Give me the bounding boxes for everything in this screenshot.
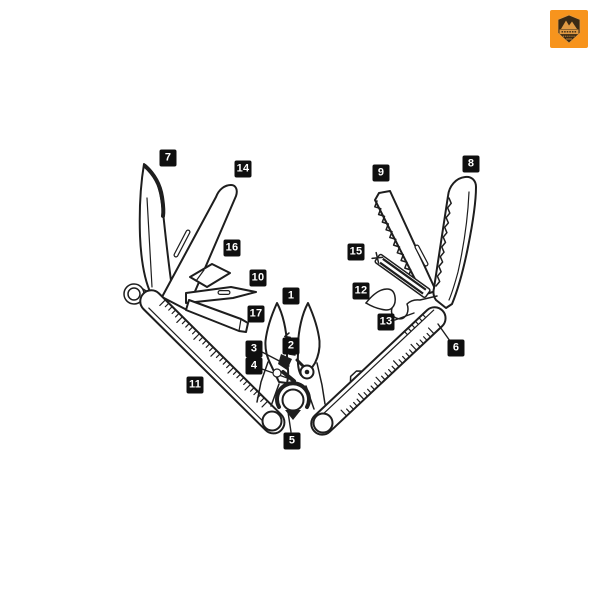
- serrated-knife-edge: [435, 197, 452, 287]
- serrated-knife: [432, 175, 477, 309]
- small-screwdriver-tip-line: [238, 318, 242, 332]
- hard-wire-cutter-edge: [281, 370, 296, 383]
- callout-10: 10: [249, 269, 267, 287]
- left-handle-pivot-hole: [261, 410, 283, 432]
- right-handle: [310, 306, 447, 436]
- saw-slot-inner: [415, 245, 428, 266]
- callout-12: 12: [352, 282, 370, 300]
- large-screwdriver-step: [195, 269, 205, 282]
- bottle-opener-hook: [365, 302, 393, 311]
- left-handle: [139, 289, 286, 435]
- callout-7: 7: [159, 149, 177, 167]
- callout-17: 17: [247, 305, 265, 323]
- large-screwdriver: [189, 263, 231, 288]
- callout-16: 16: [223, 239, 241, 257]
- knife-spine: [143, 164, 166, 218]
- callout-5: 5: [283, 432, 301, 450]
- right-handle-ruler-ticks: [340, 313, 435, 417]
- right-handle-thumb-notch: [349, 370, 363, 383]
- file-tool: [161, 184, 238, 311]
- callout-2: 2: [282, 337, 300, 355]
- mountaineering-emblem-icon: [557, 14, 581, 44]
- serrated-knife-inner-line: [448, 191, 470, 301]
- callout-11: 11: [186, 376, 204, 394]
- pliers-left-tang: [256, 361, 280, 407]
- pivot-wedge: [285, 410, 301, 420]
- callout-9: 9: [372, 164, 390, 182]
- pliers-spring: [275, 381, 311, 409]
- phillips-screwdriver: [371, 251, 431, 299]
- cutter-edge-right: [295, 358, 305, 368]
- callout-3: 3: [245, 340, 263, 358]
- leader-lines: [261, 312, 451, 433]
- leader-5: [287, 411, 292, 433]
- callout-14: 14: [234, 160, 252, 178]
- leader-13: [394, 312, 415, 321]
- right-tools-front: [365, 251, 438, 320]
- callout-6: 6: [447, 339, 465, 357]
- callout-4: 4: [245, 357, 263, 375]
- callout-1: 1: [282, 287, 300, 305]
- phillips-tip-cross: [371, 251, 384, 264]
- pliers-pivot: [281, 388, 305, 412]
- knife-grind-line: [146, 197, 153, 288]
- small-screwdriver: [185, 299, 249, 333]
- leader-4-dot: [272, 368, 282, 378]
- file-slot-inner: [174, 230, 190, 257]
- brand-badge: [550, 10, 588, 48]
- pliers-assembly: [256, 302, 326, 420]
- right-handle-pivot-hole: [312, 412, 334, 434]
- cutter-bolt-center: [304, 369, 310, 375]
- left-handle-ruler-ticks: [159, 299, 269, 408]
- callout-15: 15: [347, 243, 365, 261]
- leader-6: [437, 323, 451, 342]
- callout-8: 8: [462, 155, 480, 173]
- leader-3: [261, 351, 290, 367]
- left-tools: [138, 163, 257, 333]
- callout-13: 13: [377, 313, 395, 331]
